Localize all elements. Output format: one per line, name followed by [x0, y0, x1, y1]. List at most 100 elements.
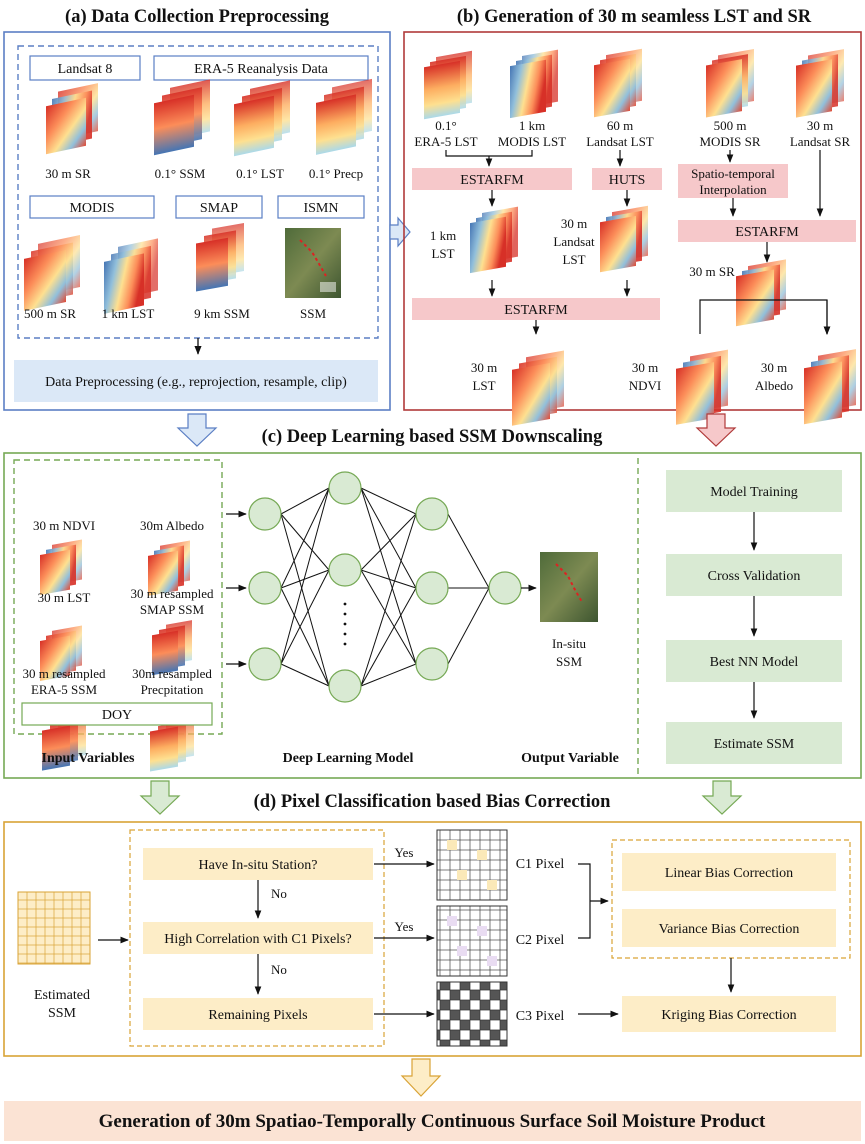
era5-lst-label-2: ERA-5 LST: [414, 134, 477, 149]
step-cross-validation-label: Cross Validation: [708, 569, 801, 584]
c3-grid: [436, 981, 508, 1047]
arrow-d-to-final: [400, 1058, 442, 1097]
no-label-2: No: [271, 962, 287, 977]
panel-b-title: (b) Generation of 30 m seamless LST and …: [457, 7, 812, 27]
c1-grid: [436, 829, 508, 901]
q1-label: Have In-situ Station?: [199, 858, 318, 873]
landsat-sr-image: [796, 49, 844, 118]
c2-grid: [436, 905, 508, 977]
estimated-ssm-grid: [17, 891, 91, 965]
q1-box: [143, 848, 373, 880]
lst1km-label-1: 1 km: [430, 228, 456, 243]
tile-ssm9km-label: 9 km SSM: [194, 306, 250, 321]
modis-lst-image: [510, 49, 558, 119]
out-lst-image: [512, 350, 564, 426]
interp-label-2: Interpolation: [699, 182, 767, 197]
out-albedo-label-1: 30 m: [761, 360, 787, 375]
modis-lst-label-1: 1 km: [519, 118, 545, 133]
connector-c1-c2-merge: [578, 863, 608, 939]
q3-box: [143, 998, 373, 1030]
lst1km-image: [470, 206, 518, 274]
arrow-a-to-c: [176, 413, 218, 447]
c2-label: C2 Pixel: [516, 933, 565, 948]
input-era5-label-1: 30 m resampled: [22, 666, 106, 681]
interp-label-1: Spatio-temporal: [691, 166, 775, 181]
tile-lst1km-label: 1 km LST: [102, 306, 155, 321]
landsat-lst-label-1: 60 m: [607, 118, 633, 133]
input-precip-label-2: Precpitation: [141, 682, 204, 697]
tile-sr30-image: [46, 83, 98, 155]
panel-c-frame: [3, 452, 862, 779]
landsat-sr-label-2: Landsat SR: [790, 134, 851, 149]
tile-lst01-image: [234, 80, 290, 157]
arrow-b-to-c: [695, 413, 737, 447]
step-model-training-label: Model Training: [710, 485, 798, 500]
nn-ellipsis: [343, 602, 347, 646]
input-albedo-label: 30m Albedo: [140, 518, 204, 533]
c3-label: C3 Pixel: [516, 1009, 565, 1024]
modis-sr-label-2: MODIS SR: [699, 134, 760, 149]
out-albedo-image: [804, 349, 856, 425]
panel-c-inputs-dashed: [13, 459, 223, 735]
estarfm-box-2: [412, 298, 660, 320]
era5-lst-image: [424, 50, 472, 120]
era5-label: ERA-5 Reanalysis Data: [194, 62, 329, 77]
tile-sr500-image: [24, 234, 80, 311]
era5-lst-label-1: 0.1°: [435, 118, 456, 133]
sr30-image: [736, 259, 786, 327]
deep-learning-label: Deep Learning Model: [283, 751, 414, 766]
insitu-satellite-image: [540, 552, 598, 622]
kriging-box: [622, 996, 836, 1032]
neural-network: [280, 487, 490, 687]
modis-sr-image: [706, 49, 754, 118]
modis-label: MODIS: [69, 201, 114, 216]
preprocess-box: [14, 360, 378, 402]
step-estimate-ssm-label: Estimate SSM: [714, 737, 795, 752]
q2-label: High Correlation with C1 Pixels?: [164, 932, 351, 947]
input-precip-image: [150, 715, 194, 772]
no-label-1: No: [271, 886, 287, 901]
variance-box: [622, 909, 836, 947]
tile-precp01-label: 0.1° Precp: [309, 166, 363, 181]
era5-box: [153, 55, 369, 81]
yes-label-2: Yes: [395, 919, 414, 934]
estimated-label-1: Estimated: [34, 988, 90, 1003]
insitu-label-2: SSM: [556, 654, 582, 669]
out-albedo-label-2: Albedo: [755, 378, 793, 393]
step-model-training: [666, 470, 842, 512]
tile-ssm9km-image: [196, 222, 244, 292]
out-ndvi-label-2: NDVI: [629, 378, 662, 393]
landsat30-label-3: LST: [562, 252, 585, 267]
step-best-nn: [666, 640, 842, 682]
sr30-label: 30 m SR: [689, 264, 735, 279]
tile-lst1km-image: [104, 238, 158, 314]
step-best-nn-label: Best NN Model: [710, 655, 799, 670]
final-band: [4, 1101, 861, 1141]
out-lst-label-2: LST: [472, 378, 495, 393]
landsat30-label-1: 30 m: [561, 216, 587, 231]
estarfm-box-sr: [678, 220, 856, 242]
q3-label: Remaining Pixels: [208, 1008, 307, 1023]
modis-sr-label-1: 500 m: [714, 118, 747, 133]
landsat30-lst-image: [600, 205, 648, 273]
output-variable-label: Output Variable: [521, 751, 619, 766]
estimated-label-2: SSM: [48, 1006, 77, 1021]
input-ndvi-image: [40, 539, 82, 595]
variance-label: Variance Bias Correction: [659, 922, 800, 937]
interp-box: [678, 164, 788, 198]
linear-box: [622, 853, 836, 891]
modis-lst-label-2: MODIS LST: [498, 134, 566, 149]
estarfm-box-1: [412, 168, 572, 190]
landsat8-label: Landsat 8: [58, 62, 113, 77]
kriging-label: Kriging Bias Correction: [661, 1008, 796, 1023]
input-albedo-image: [148, 540, 190, 596]
arrow-c-to-d-left: [139, 780, 181, 815]
estarfm-label-2: ESTARFM: [504, 303, 568, 318]
panel-a-title: (a) Data Collection Preprocessing: [65, 7, 330, 27]
tile-lst01-label: 0.1° LST: [236, 166, 284, 181]
final-product-label: Generation of 30m Spatiao-Temporally Con…: [99, 1111, 766, 1132]
panel-c-title: (c) Deep Learning based SSM Downscaling: [262, 427, 603, 447]
yes-label-1: Yes: [395, 845, 414, 860]
nn-nodes: [248, 471, 522, 703]
